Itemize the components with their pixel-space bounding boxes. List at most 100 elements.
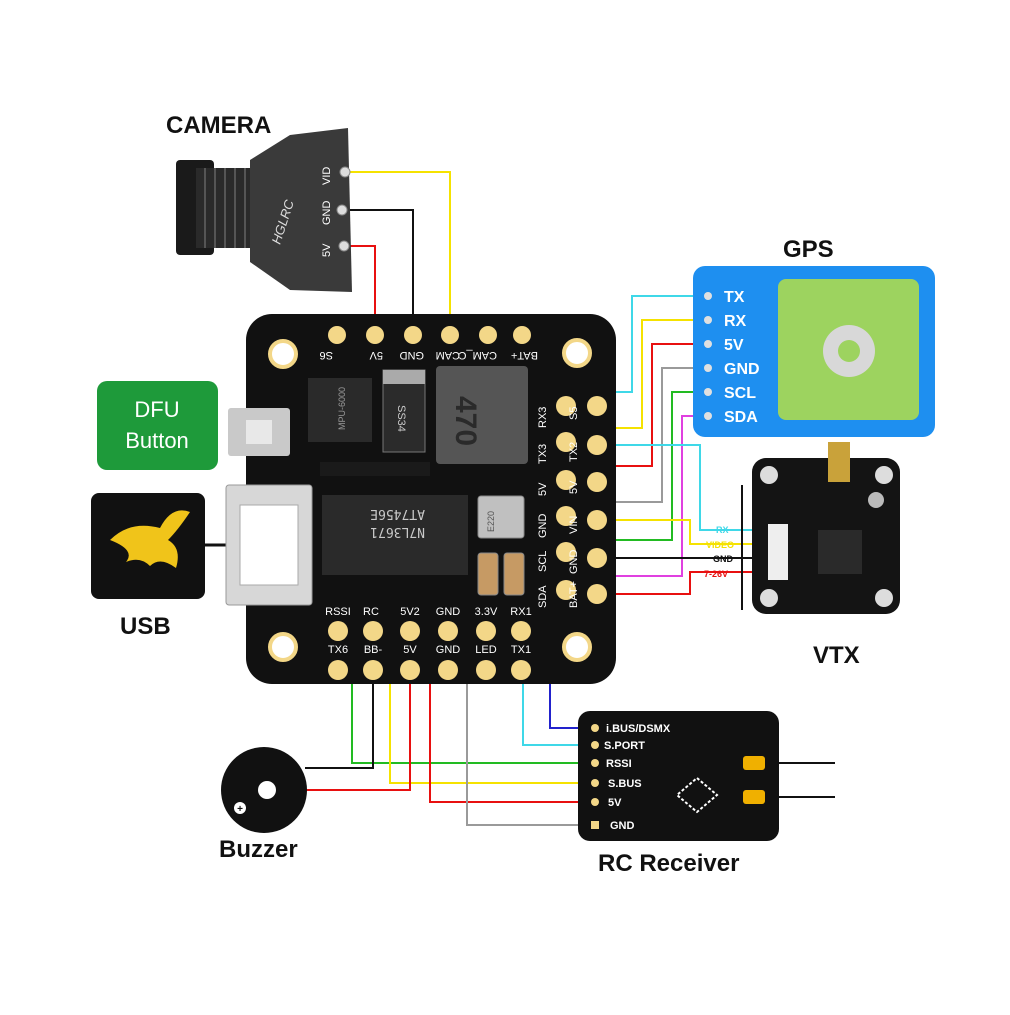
- gnd-wire: [466, 631, 594, 826]
- vtx-hole-tr: [875, 466, 893, 484]
- osd-chip: [322, 495, 468, 575]
- rc-pad-sbus: [591, 779, 599, 787]
- gps-pin-gnd: GND: [724, 361, 760, 378]
- fc-pin-right-5v: 5V: [568, 480, 580, 494]
- rc-receiver-label: RC Receiver: [598, 850, 739, 877]
- pad-scl: [556, 542, 576, 562]
- inductor-label: 470: [449, 396, 482, 446]
- usb-port-opening: [239, 504, 299, 586]
- pad-rssi: [328, 621, 348, 641]
- gps-module: GPS TX RX 5V GND SCL SDA: [693, 236, 935, 437]
- gps-pad-5v: [704, 340, 712, 348]
- rc-pin-5v: 5V: [608, 797, 622, 809]
- gps-pad-scl: [704, 388, 712, 396]
- fc-pin-bat-top: BAT+: [511, 349, 538, 361]
- rc-chip-outline-icon: [675, 776, 719, 814]
- pad-vin: [587, 510, 607, 530]
- fc-right-column-labels: S5 TX2 5V VIN GND BAT+: [568, 407, 580, 608]
- gps-pad-rx: [704, 316, 712, 324]
- gps-antenna-center: [838, 340, 860, 362]
- gyro-chip-label: MPU-6000: [337, 387, 347, 430]
- pad-sda: [556, 580, 576, 600]
- dfu-line-1: DFU: [134, 397, 179, 422]
- pad-rx3: [556, 396, 576, 416]
- pad-cam: [441, 326, 459, 344]
- pad-s6: [328, 326, 346, 344]
- fc-bottom-pads-row-1: [328, 621, 531, 641]
- pad-tx1: [511, 660, 531, 680]
- camera-5v-wire: [344, 245, 376, 330]
- fc-pin-right-gnd: GND: [568, 550, 580, 575]
- camera-pad-5v: [338, 240, 350, 252]
- vtx-label: VTX: [813, 642, 860, 669]
- pad-tx6: [328, 660, 348, 680]
- vtx-pin-power: 7-26V: [704, 569, 728, 579]
- vtx-power-wire: [597, 571, 762, 595]
- gps-pin-sda: SDA: [724, 409, 758, 426]
- camera-body: [250, 128, 352, 292]
- usb: USB: [91, 493, 205, 640]
- gps-pad-tx: [704, 292, 712, 300]
- fc-mount-hole-tl: [268, 339, 298, 369]
- fc-mount-hole-tr: [562, 338, 592, 368]
- dfu-button-label: DFU Button: [97, 381, 218, 470]
- usb-label: USB: [120, 613, 171, 640]
- buzzer-plus-icon: [234, 802, 246, 814]
- pad-rc: [363, 621, 383, 641]
- fc-pin-tx3: TX3: [537, 444, 549, 464]
- fc-top-pads: [328, 326, 531, 344]
- osd-chip-line-1: AT7456E: [370, 506, 425, 521]
- dfu-switch-knob: [246, 420, 272, 444]
- fc-pin-3v3: 3.3V: [475, 606, 498, 618]
- smd-row: [320, 462, 430, 476]
- pad-bb: [363, 660, 383, 680]
- capacitor-2: [503, 552, 525, 596]
- buzzer-neg-wire: [305, 670, 374, 769]
- dfu-line-2: Button: [125, 428, 189, 453]
- pad-cam-c: [479, 326, 497, 344]
- fc-pin-cam: CAM: [436, 349, 460, 361]
- fc-pin-5v2: 5V2: [400, 606, 420, 618]
- buzzer-plus-symbol: +: [237, 804, 243, 815]
- camera-pin-vid: VID: [321, 167, 333, 185]
- pad-5v2: [400, 621, 420, 641]
- fc-mount-hole-bl: [268, 632, 298, 662]
- capacitor-1: [477, 552, 499, 596]
- rc-pin-sbus: S.BUS: [608, 778, 642, 790]
- fc-pin-bottom-5v: 5V: [403, 644, 417, 656]
- vtx-antenna-connector: [828, 442, 850, 482]
- vtx-mic: [868, 492, 884, 508]
- rc-pad-gnd: [591, 821, 599, 829]
- diode-label: SS34: [395, 405, 407, 432]
- camera-pad-vid: [339, 166, 351, 178]
- fc-mount-hole-br: [562, 632, 592, 662]
- crystal: [477, 495, 525, 539]
- gps-pin-5v: 5V: [724, 337, 744, 354]
- rc-pin-sport: S.PORT: [604, 740, 645, 752]
- rc-board: [578, 711, 779, 841]
- fc-pin-bottom-gnd-2: GND: [436, 644, 461, 656]
- pad-led: [476, 660, 496, 680]
- rc-receiver: i.BUS/DSMX S.PORT RSSI S.BUS 5V GND RC R…: [578, 711, 779, 877]
- rc-pad-ibus: [591, 724, 599, 732]
- gps-pad-gnd: [704, 364, 712, 372]
- buzzer-hole: [258, 781, 276, 799]
- fc-pin-scl: SCL: [537, 551, 549, 572]
- pad-bottom-gnd-1: [438, 621, 458, 641]
- fc-pin-tx1: TX1: [511, 644, 531, 656]
- pad-3v3: [476, 621, 496, 641]
- fc-pin-rssi: RSSI: [325, 606, 351, 618]
- inductor: [436, 366, 528, 464]
- fc-bottom-pads-row-2: [328, 660, 531, 680]
- 5v2-wire: [429, 631, 594, 803]
- hornet-logo-icon: [110, 510, 190, 568]
- fc-pin-s6: S6: [320, 349, 333, 361]
- camera-pin-gnd: GND: [321, 201, 333, 226]
- buzzer-label: Buzzer: [219, 836, 298, 863]
- fc-pin-cam-c: CAM_C: [458, 349, 497, 361]
- pad-right-bat: [587, 584, 607, 604]
- fc-pin-bottom-gnd-1: GND: [436, 606, 461, 618]
- pad-tx3: [556, 432, 576, 452]
